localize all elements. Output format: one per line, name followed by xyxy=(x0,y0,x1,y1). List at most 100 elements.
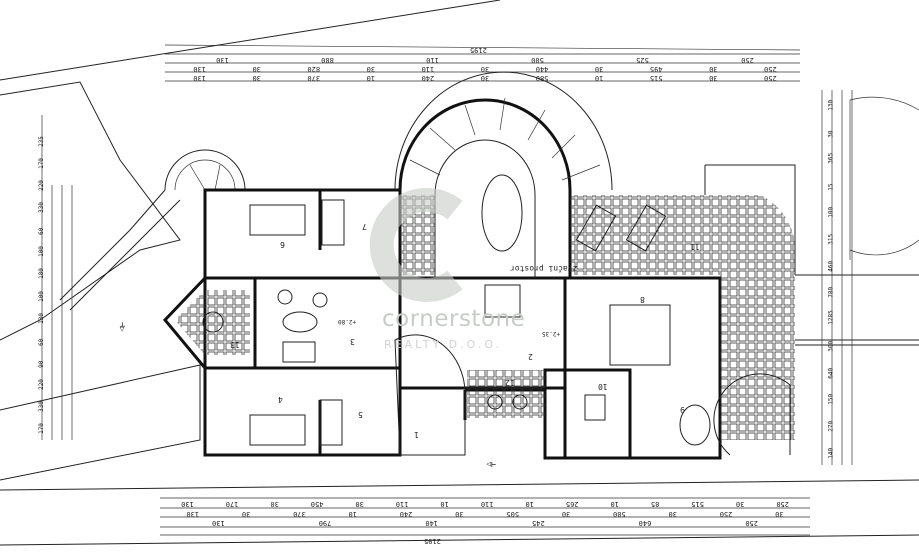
dim: 30 xyxy=(827,130,835,138)
dim-total-top: 2195 xyxy=(470,46,487,54)
dim: 10 xyxy=(594,74,604,82)
dim: 100 xyxy=(37,290,45,302)
terrace-tiles-right xyxy=(720,195,796,440)
dim: 30 xyxy=(366,65,376,73)
dim: 640 xyxy=(827,367,835,379)
dim: 515 xyxy=(649,74,663,82)
dim: 30 xyxy=(480,74,490,82)
dim: 130 xyxy=(193,65,206,73)
dim: 30 xyxy=(252,65,261,73)
dim: 10 xyxy=(440,500,449,508)
bottom-dimensions xyxy=(160,497,810,536)
dim: 170 xyxy=(225,500,239,508)
dim: 15 xyxy=(827,183,835,191)
dim: 265 xyxy=(565,500,579,508)
dim: 110 xyxy=(426,56,439,64)
dim: 170 xyxy=(37,157,45,169)
dim: 60 xyxy=(37,338,45,346)
dim: 170 xyxy=(37,423,45,435)
room-number: 12 xyxy=(505,378,515,387)
dim: 1285 xyxy=(827,310,835,325)
dim: 130 xyxy=(212,519,225,527)
dim: 30 xyxy=(455,510,464,518)
dim: 240 xyxy=(399,510,413,518)
room-number: 13 xyxy=(230,340,240,349)
dim: 30 xyxy=(561,510,571,518)
watermark-sub: REALTY D.O.O. xyxy=(384,338,503,351)
outdoor-stairs xyxy=(59,189,181,311)
dim: 500 xyxy=(531,56,544,64)
bay-tiles xyxy=(175,290,250,355)
room-number: 5 xyxy=(358,410,363,419)
dim: 30 xyxy=(241,510,251,518)
dim: 85 xyxy=(650,500,660,508)
section-markers: ⊣▷ ⊣▷ xyxy=(118,322,496,469)
terrace-lines xyxy=(795,274,919,346)
spiral-stair-left xyxy=(164,149,246,191)
dim: 250 xyxy=(776,500,790,508)
room-number: 3 xyxy=(350,337,355,346)
room-number: 1 xyxy=(414,430,419,439)
dim: 240 xyxy=(421,74,435,82)
dim: 365 xyxy=(827,153,835,165)
dim: 140 xyxy=(425,519,439,527)
site-boundary xyxy=(0,0,501,81)
dim: 250 xyxy=(719,510,733,518)
dim: 30 xyxy=(668,510,677,518)
furniture xyxy=(202,199,711,446)
dim: 130 xyxy=(827,99,835,111)
svg-text:⊣▷: ⊣▷ xyxy=(486,460,496,469)
dim: 130 xyxy=(37,312,45,324)
dim: 150 xyxy=(827,394,835,406)
dim: 780 xyxy=(827,287,835,299)
room-number: 8 xyxy=(640,295,645,304)
dim: 250 xyxy=(741,56,754,64)
dim: 495 xyxy=(649,65,663,73)
dim: 30 xyxy=(480,65,490,73)
interior-stair xyxy=(394,334,466,456)
air-space-label: zračni prostor xyxy=(510,264,578,273)
dim: 100 xyxy=(827,206,835,218)
pergola-outer xyxy=(394,71,613,191)
site-boundary-bottom2 xyxy=(0,534,919,546)
dim: 580 xyxy=(535,74,549,82)
side-dimensions xyxy=(41,90,853,465)
dim: 790 xyxy=(318,519,332,527)
dim-total-bottom: 2195 xyxy=(424,537,441,545)
dim: 130 xyxy=(193,74,206,82)
dim: 450 xyxy=(310,500,324,508)
dim: 505 xyxy=(506,510,520,518)
dim: 100 xyxy=(37,246,45,258)
dim: 130 xyxy=(181,500,194,508)
dim: 460 xyxy=(827,260,835,272)
dim: 30 xyxy=(252,74,261,82)
dim: 330 xyxy=(37,401,45,413)
dim: 130 xyxy=(186,510,200,518)
dim: 515 xyxy=(691,500,704,508)
dim: 60 xyxy=(37,227,45,236)
dim: 10 xyxy=(366,74,376,82)
dim: 220 xyxy=(37,379,45,391)
dim: 250 xyxy=(764,65,777,73)
dim: 130 xyxy=(216,56,229,64)
dim: 250 xyxy=(764,74,777,82)
dim: 90 xyxy=(37,360,45,368)
svg-text:⊣▷: ⊣▷ xyxy=(118,322,127,332)
circle-feature xyxy=(849,96,919,260)
dim: 30 xyxy=(270,500,279,508)
dim: 10 xyxy=(525,500,534,508)
dim: 30 xyxy=(709,74,718,82)
pergola-beams xyxy=(409,97,601,181)
dim: 110 xyxy=(421,65,435,73)
dim: 245 xyxy=(532,519,545,527)
room-number: 2 xyxy=(528,352,533,361)
apse-inner xyxy=(434,139,536,278)
level-mark: +2.35 xyxy=(542,330,561,337)
dim: 580 xyxy=(613,510,626,518)
